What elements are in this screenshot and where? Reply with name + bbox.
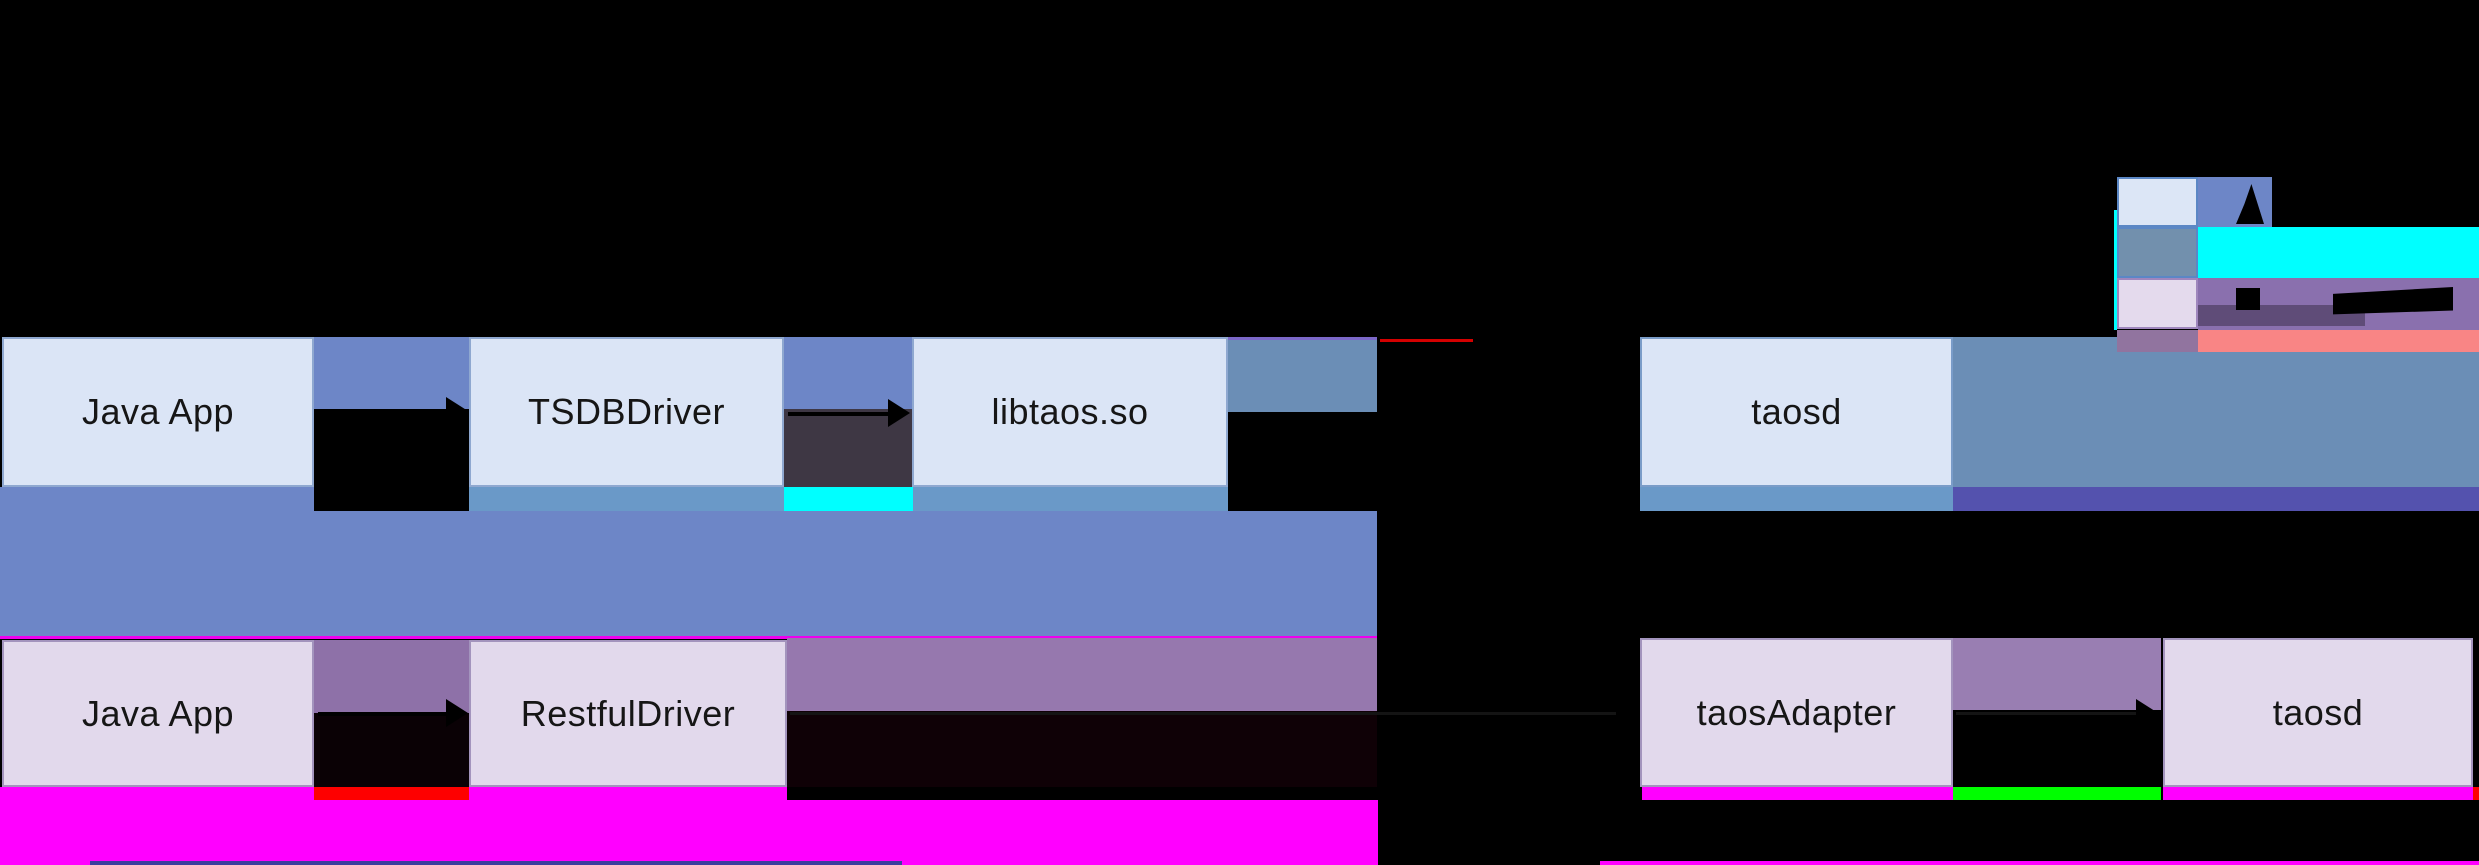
connector-block-dark-2 <box>314 713 469 787</box>
node-label: RestfulDriver <box>520 692 736 734</box>
big-blue-bar <box>0 511 1377 638</box>
node-libtaos: libtaos.so <box>912 337 1228 487</box>
legend-swatch-restful-box <box>2117 278 2198 329</box>
connector-block-dark-1 <box>314 409 469 511</box>
node-label: TSDBDriver <box>527 391 725 432</box>
purple-band-after-restfuldriver <box>787 638 1377 711</box>
steel-block-top-hairline <box>1228 337 1377 340</box>
node-label: Java App <box>81 692 235 734</box>
green-strip-under-connector <box>1953 787 2161 800</box>
legend-plum-stripe <box>2198 305 2365 326</box>
arrow-head-javaapp-tsdbdriver <box>446 397 468 425</box>
node-taosadapter: taosAdapter <box>1640 638 1953 787</box>
arrow-head-javaapp-restfuldriver <box>446 699 468 727</box>
arrow-line-javaapp-restfuldriver <box>318 712 452 716</box>
steel-block-after-libtaos <box>1228 340 1377 412</box>
magenta-hairline-between-rows <box>0 636 1377 639</box>
cyan-strip-under-connector <box>784 487 913 511</box>
node-label: taosd <box>1751 391 1842 432</box>
node-java-app-restful: Java App <box>2 640 314 787</box>
node-taosd-restful: taosd <box>2163 638 2473 787</box>
red-strip-under-connector <box>314 787 469 800</box>
node-tsdbdriver: TSDBDriver <box>469 337 784 487</box>
dark-blue-bottom-line <box>90 861 902 865</box>
indigo-band-right <box>1953 487 2479 511</box>
arrow-line-taosadapter-taosd <box>1956 712 2138 715</box>
legend-purple-block <box>2117 330 2198 352</box>
red-hairline-libtaos-taosd <box>1380 339 1473 342</box>
node-restfuldriver: RestfulDriver <box>469 640 787 787</box>
band-under-tsdbdriver <box>469 487 784 511</box>
node-taosd-jni: taosd <box>1640 337 1953 487</box>
node-java-app-jni: Java App <box>2 337 314 487</box>
legend-swatch-steel-box <box>2117 227 2198 278</box>
node-label: libtaos.so <box>991 391 1149 432</box>
connector-block-blue-1 <box>314 337 469 409</box>
purple-block-after-taosadapter <box>1953 638 2161 710</box>
node-label: taosd <box>2272 691 2364 733</box>
legend-text-fragment-2 <box>2236 288 2260 310</box>
legend-swatch-jni-box <box>2117 177 2198 227</box>
legend-bar-salmon <box>2198 330 2479 352</box>
connector-block-blue-2 <box>784 337 912 409</box>
red-notch-right-edge <box>2473 787 2479 800</box>
band-under-libtaos <box>913 487 1228 511</box>
arrow-head-into-taosd-jni <box>1616 398 1638 426</box>
magenta-strip-under-javaapp <box>0 787 314 800</box>
legend-cyan-hairline <box>2114 210 2117 330</box>
magenta-bottom-hairline <box>1600 861 2479 865</box>
band-under-taosd-jni <box>1640 487 1953 511</box>
connector-block-purple <box>314 640 469 713</box>
arrow-line-javaapp-tsdbdriver <box>318 410 452 414</box>
arrow-line-restfuldriver-taosadapter <box>790 712 1628 715</box>
arrow-head-into-taosd-restful <box>2136 699 2158 727</box>
arrow-line-tsdbdriver-libtaos <box>788 412 892 416</box>
dark-block-under-purple-band <box>787 711 1377 787</box>
arrow-head-tsdbdriver-libtaos <box>888 399 910 427</box>
arrow-head-into-taosadapter <box>1616 699 1638 727</box>
node-label: taosAdapter <box>1696 691 1897 733</box>
steel-block-after-taosd <box>1953 337 2479 487</box>
magenta-strip-under-restfuldriver <box>469 787 787 800</box>
band-under-javaapp-jni <box>0 487 314 511</box>
big-magenta-bar <box>0 800 1378 865</box>
magenta-strip-under-taosadapter <box>1642 787 1953 800</box>
magenta-strip-under-taosd <box>2163 787 2473 800</box>
node-label: Java App <box>81 391 235 432</box>
legend-bar-cyan <box>2198 227 2479 278</box>
